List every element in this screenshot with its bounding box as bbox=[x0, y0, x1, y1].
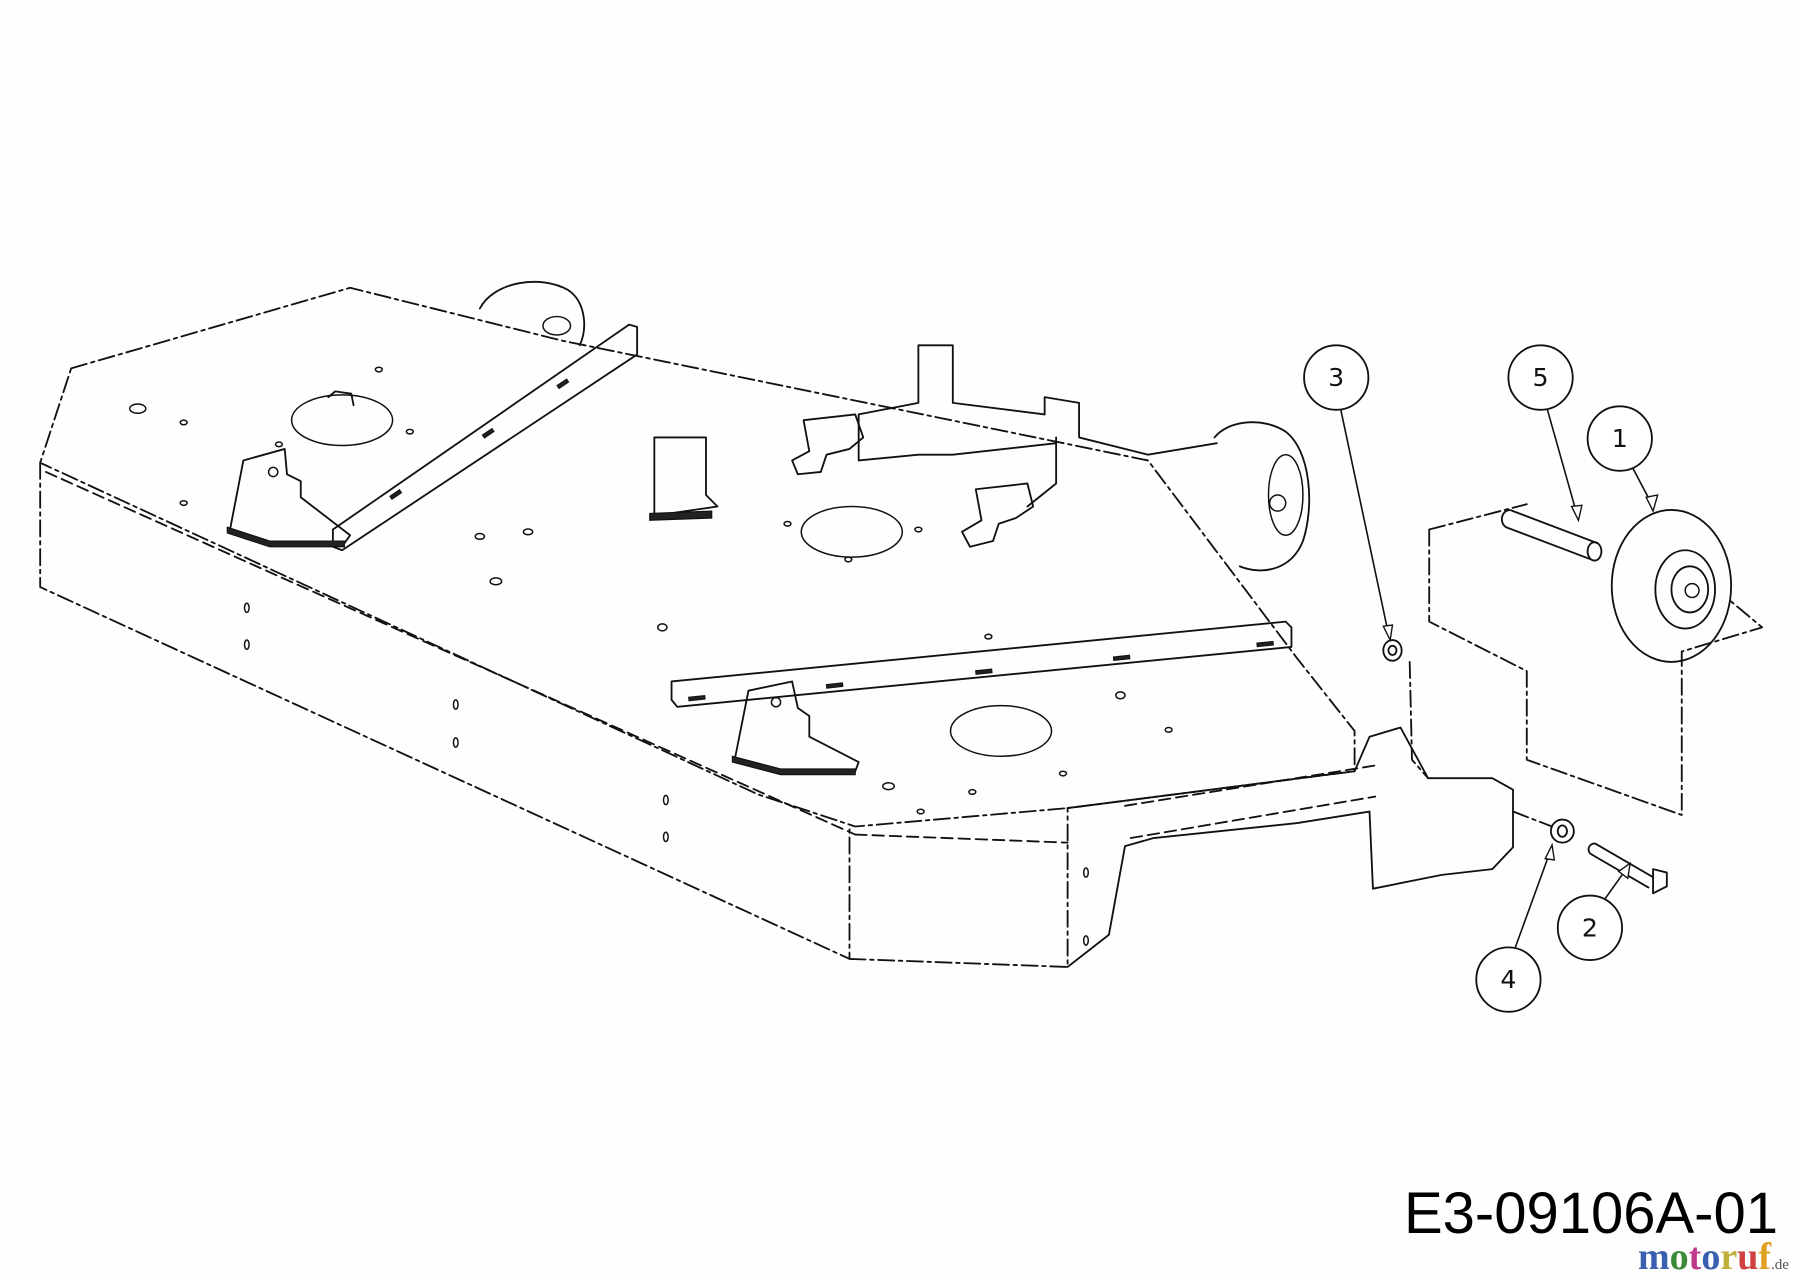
watermark-letter: t bbox=[1688, 1236, 1702, 1278]
watermark-letter: o bbox=[1701, 1236, 1721, 1278]
mount-bracket-left bbox=[226, 448, 352, 548]
callout-2[interactable]: 2 bbox=[1556, 861, 1632, 961]
callout-1-label: 1 bbox=[1612, 424, 1628, 453]
watermark-letter: o bbox=[1669, 1236, 1689, 1278]
watermark-letter: f bbox=[1758, 1236, 1771, 1278]
callout-4-label: 4 bbox=[1500, 965, 1516, 994]
spindle-openings bbox=[290, 390, 1053, 758]
mount-bracket-front bbox=[731, 680, 860, 776]
watermark-letter: u bbox=[1737, 1236, 1759, 1278]
deck-wheel-right bbox=[1213, 421, 1311, 572]
deck-shell bbox=[39, 286, 1514, 968]
part-spacer-tube bbox=[1500, 509, 1603, 562]
callout-2-label: 2 bbox=[1582, 913, 1598, 942]
callouts: 1 2 3 4 5 bbox=[1303, 344, 1659, 1013]
watermark-tld: .de bbox=[1770, 1257, 1789, 1273]
hanger-brackets bbox=[791, 344, 1218, 548]
callout-3[interactable]: 3 bbox=[1303, 344, 1394, 643]
callout-1[interactable]: 1 bbox=[1586, 405, 1659, 513]
baffle-bar-right bbox=[670, 620, 1293, 708]
deck-holes bbox=[128, 366, 1173, 946]
callout-4[interactable]: 4 bbox=[1475, 842, 1556, 1013]
deck-wheel-rear bbox=[478, 280, 586, 347]
callout-3-label: 3 bbox=[1328, 363, 1344, 392]
watermark-letter: r bbox=[1720, 1236, 1738, 1278]
callout-5-label: 5 bbox=[1533, 363, 1549, 392]
assembly-guides bbox=[1408, 503, 1764, 828]
part-nut bbox=[1382, 639, 1403, 662]
part-wheel bbox=[1610, 509, 1733, 663]
watermark-letter: m bbox=[1638, 1236, 1670, 1278]
drawing-code: E3-09106A-01 bbox=[1403, 1181, 1778, 1246]
part-washer bbox=[1549, 818, 1575, 844]
mount-bracket-center bbox=[649, 436, 719, 521]
watermark-logo: motoruf.de bbox=[1638, 1238, 1789, 1276]
callout-5[interactable]: 5 bbox=[1507, 344, 1583, 523]
